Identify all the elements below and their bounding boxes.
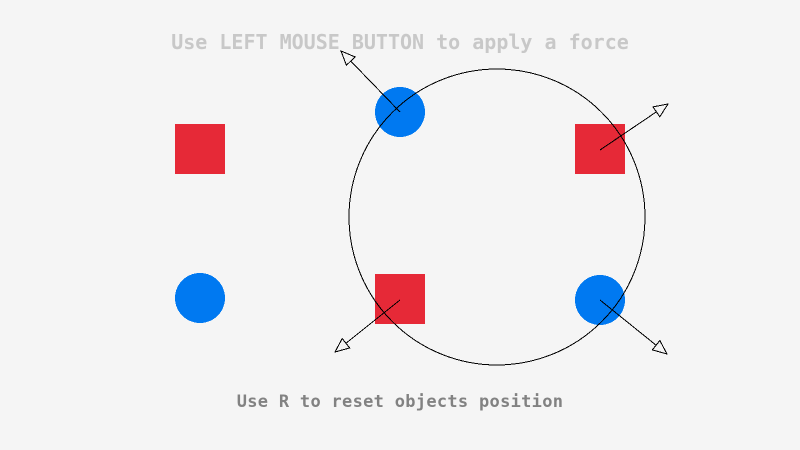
boundary-circle — [348, 68, 646, 366]
force-arrow-top-ball-head — [340, 50, 356, 67]
force-arrow-top-ball-line — [350, 60, 401, 113]
blue-ball-bottom-left[interactable] — [175, 273, 225, 323]
force-arrow-center-box-line — [345, 299, 401, 344]
force-arrow-center-box-head — [334, 337, 351, 353]
force-arrow-right-box-line — [599, 111, 657, 151]
red-box-top-left[interactable] — [175, 124, 225, 174]
red-box-top-right[interactable] — [575, 124, 625, 174]
top-instruction-text: Use LEFT MOUSE BUTTON to apply a force — [171, 30, 629, 54]
force-arrow-right-ball-head — [651, 339, 668, 355]
force-arrow-right-box-head — [652, 103, 670, 118]
red-box-bottom-center[interactable] — [375, 274, 425, 324]
bottom-instruction-text: Use R to reset objects position — [236, 392, 564, 412]
force-arrow-right-ball-line — [599, 299, 657, 346]
